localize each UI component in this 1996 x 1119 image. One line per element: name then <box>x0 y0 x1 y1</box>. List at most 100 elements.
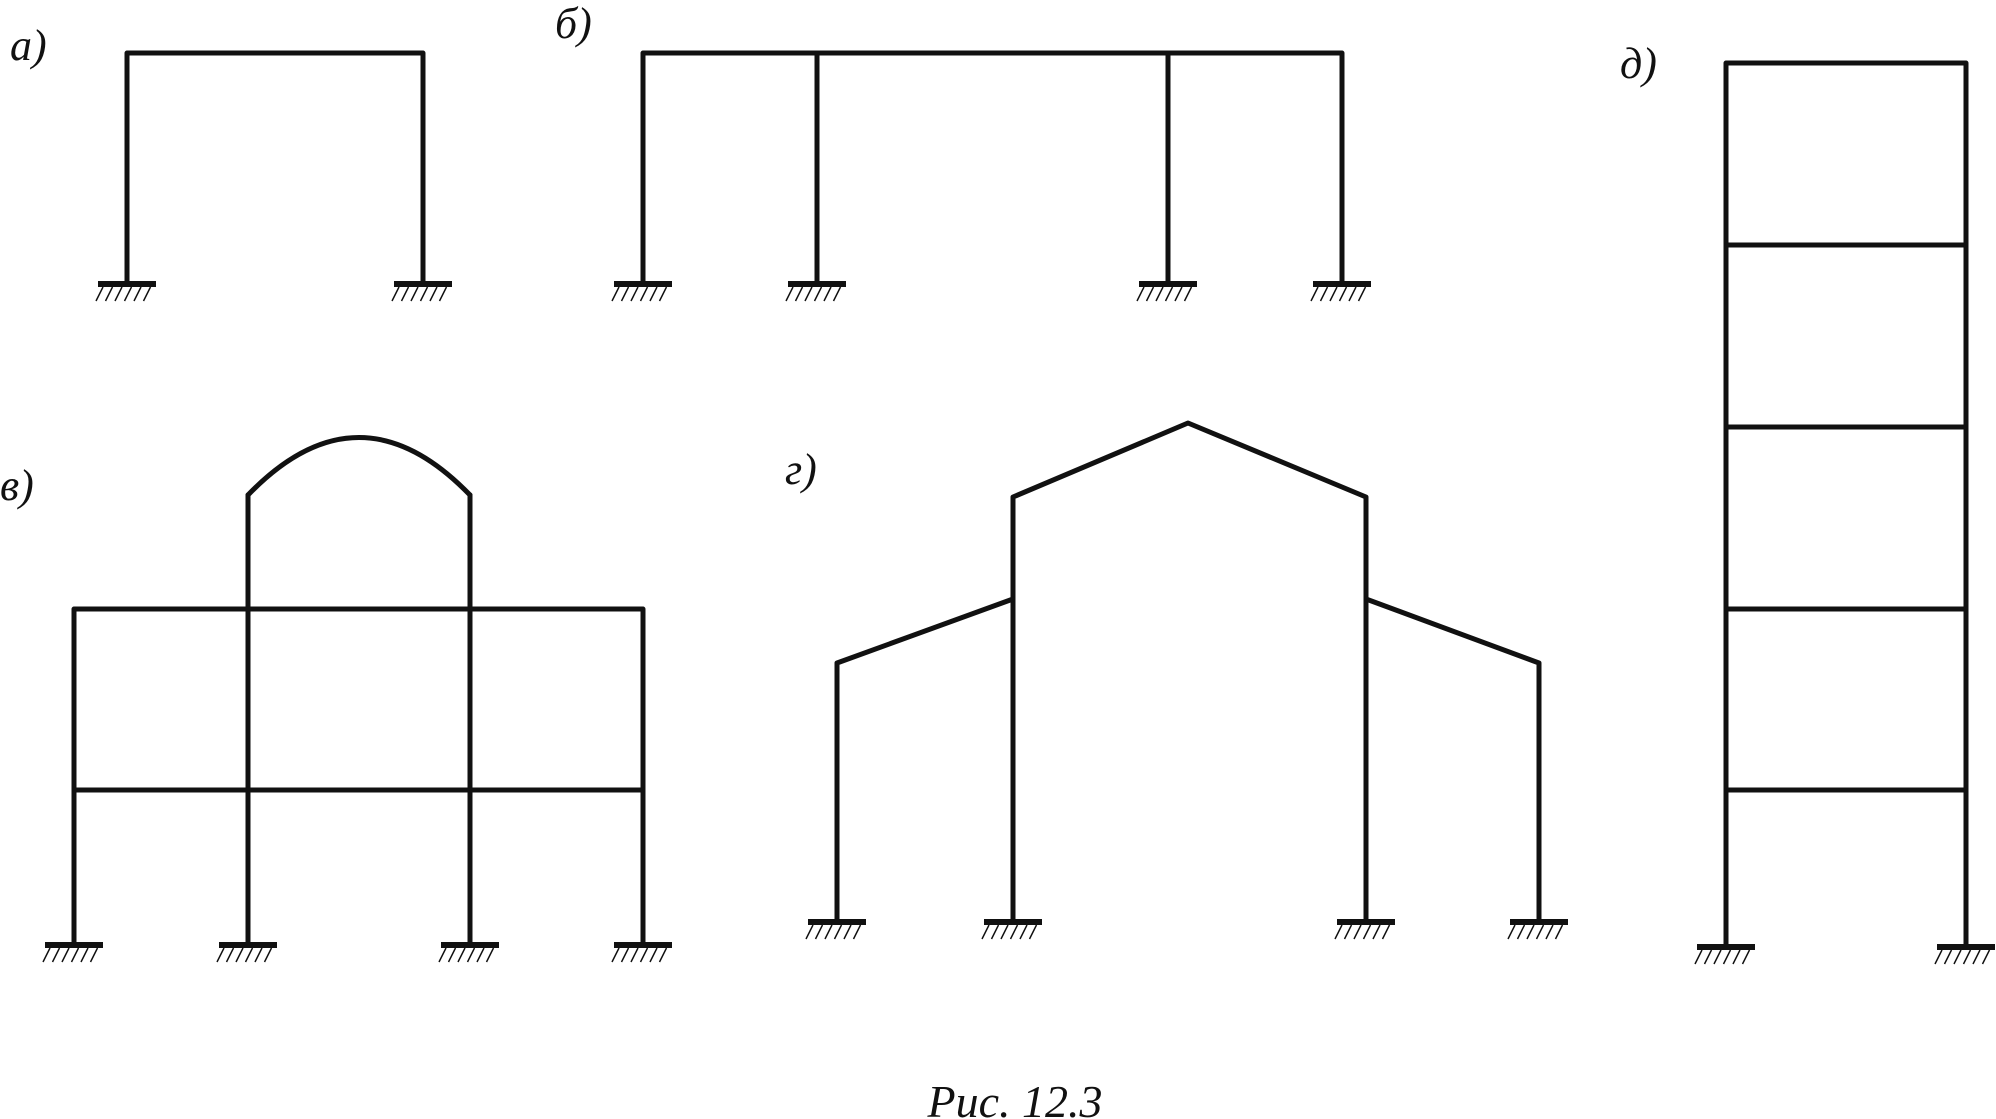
support-hatch <box>823 286 832 302</box>
support-hatch <box>123 286 133 302</box>
frame-a-support-right <box>391 281 452 302</box>
support-hatch <box>649 286 658 302</box>
support-hatch <box>813 286 823 302</box>
support-hatch <box>1310 286 1319 302</box>
support-hatch <box>804 286 813 302</box>
frame-d-support-left <box>1694 944 1755 965</box>
support-hatch <box>611 286 620 302</box>
support-hatch <box>438 947 447 963</box>
support-hatch <box>611 947 620 963</box>
support-hatch <box>114 286 123 302</box>
support-hatch <box>1164 286 1174 302</box>
support-hatch <box>990 924 1000 940</box>
support-hatch <box>1516 924 1526 940</box>
frame-g-support-3 <box>1334 919 1395 940</box>
frame-g-left-leanto <box>834 596 1016 924</box>
support-hatch <box>216 947 225 963</box>
support-hatch <box>400 286 410 302</box>
support-hatch <box>1953 949 1962 965</box>
support-hatch <box>1183 286 1193 302</box>
support-hatch <box>1962 949 1972 965</box>
support-hatch <box>639 947 649 963</box>
frame-v-arch <box>245 435 473 498</box>
support-hatch <box>1348 286 1357 302</box>
frame-g-support-1 <box>805 919 866 940</box>
support-hatch <box>485 947 495 963</box>
support-hatch <box>1972 949 1981 965</box>
frame-g-central-gable <box>1010 420 1369 924</box>
support-hatch <box>95 286 104 302</box>
support-hatch <box>438 286 448 302</box>
frame-d-support-right <box>1934 944 1995 965</box>
frame-b-support-1 <box>611 281 672 302</box>
support-hatch <box>824 924 833 940</box>
frame-b-outer-members <box>640 50 1345 286</box>
support-hatch <box>1554 924 1564 940</box>
support-hatch <box>254 947 263 963</box>
support-hatch <box>1174 286 1183 302</box>
frame-d-outer-members <box>1723 60 1969 948</box>
support-hatch <box>1507 924 1516 940</box>
frame-b-support-3 <box>1136 281 1197 302</box>
support-hatch <box>133 286 142 302</box>
support-hatch <box>981 924 990 940</box>
support-hatch <box>466 947 476 963</box>
support-hatch <box>1338 286 1348 302</box>
support-hatch <box>1372 924 1381 940</box>
frame-g-support-2 <box>981 919 1042 940</box>
support-hatch <box>1009 924 1019 940</box>
support-hatch <box>235 947 244 963</box>
support-hatch <box>1943 949 1953 965</box>
panel-label-v: в) <box>0 461 34 510</box>
support-hatch <box>1145 286 1155 302</box>
support-hatch <box>620 947 630 963</box>
support-hatch <box>1381 924 1391 940</box>
support-hatch <box>89 947 99 963</box>
support-hatch <box>447 947 457 963</box>
support-hatch <box>649 947 658 963</box>
support-hatch <box>225 947 235 963</box>
support-hatch <box>852 924 862 940</box>
frame-d <box>1694 60 1995 965</box>
support-hatch <box>630 947 639 963</box>
support-hatch <box>814 924 824 940</box>
support-hatch <box>70 947 80 963</box>
support-hatch <box>658 286 668 302</box>
support-hatch <box>1713 949 1722 965</box>
support-hatch <box>1722 949 1732 965</box>
frame-a-members <box>124 50 426 286</box>
frame-b-support-4 <box>1310 281 1371 302</box>
support-hatch <box>639 286 649 302</box>
support-hatch <box>80 947 89 963</box>
support-hatch <box>1136 286 1145 302</box>
frame-v-support-3 <box>438 942 499 963</box>
support-hatch <box>805 924 814 940</box>
support-hatch <box>833 924 843 940</box>
support-hatch <box>1329 286 1338 302</box>
support-hatch <box>1694 949 1703 965</box>
support-hatch <box>794 286 804 302</box>
support-hatch <box>419 286 429 302</box>
support-hatch <box>429 286 438 302</box>
support-hatch <box>51 947 61 963</box>
figure-caption: Рис. 12.3 <box>926 1076 1102 1119</box>
support-hatch <box>1353 924 1362 940</box>
support-hatch <box>1334 924 1343 940</box>
frame-v <box>42 435 672 963</box>
support-hatch <box>1028 924 1038 940</box>
support-hatch <box>1981 949 1991 965</box>
frame-v-outer-members <box>71 606 646 946</box>
support-hatch <box>843 924 852 940</box>
frame-v-support-2 <box>216 942 277 963</box>
support-hatch <box>244 947 254 963</box>
frame-g-right-leanto <box>1363 596 1542 924</box>
panel-label-g: г) <box>785 445 817 494</box>
support-hatch <box>1741 949 1751 965</box>
support-hatch <box>658 947 668 963</box>
support-hatch <box>263 947 273 963</box>
support-hatch <box>1343 924 1353 940</box>
support-hatch <box>391 286 400 302</box>
frame-v-support-1 <box>42 942 103 963</box>
panel-label-d: д) <box>1620 39 1657 88</box>
